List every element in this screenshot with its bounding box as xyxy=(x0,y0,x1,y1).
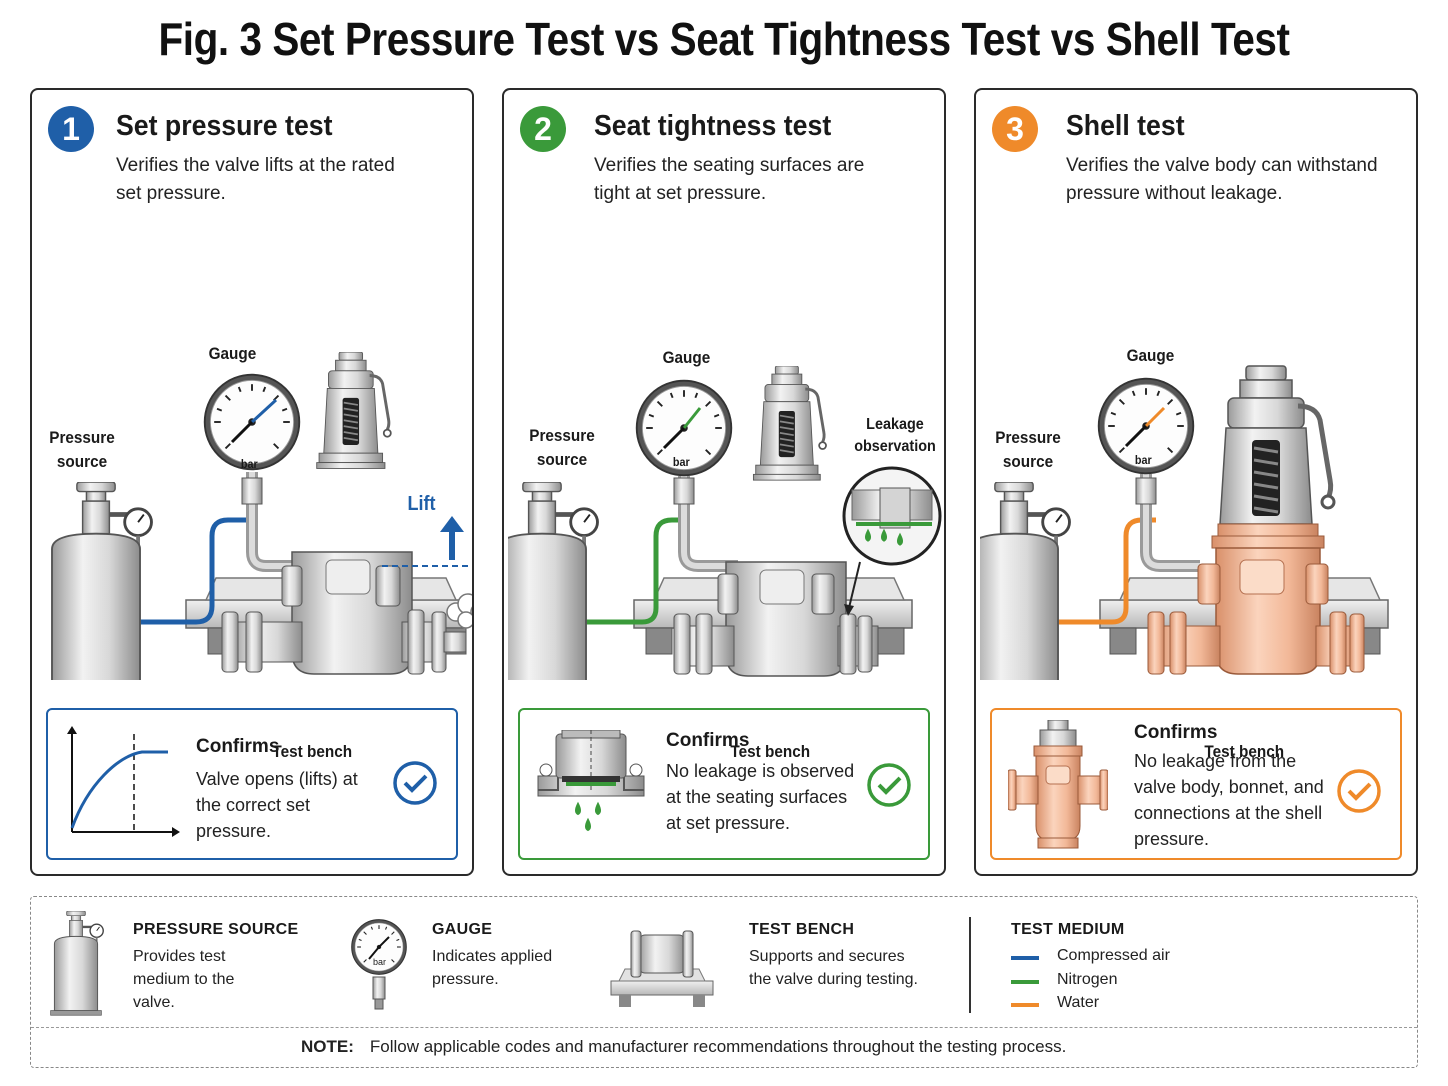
panel-set-pressure-test: 1 Set pressure test Verifies the valve l… xyxy=(30,88,490,876)
lift-curve-icon xyxy=(67,726,180,837)
leakage-magnifier-icon xyxy=(842,466,942,566)
legend-heading: GAUGE xyxy=(432,921,493,938)
figure-title: Fig. 3 Set Pressure Test vs Seat Tightne… xyxy=(158,13,1290,65)
pressure-source-label: Pressure source xyxy=(529,426,595,469)
pressure-source-label: Pressure source xyxy=(49,428,115,471)
legend: PRESSURE SOURCE Provides test medium to … xyxy=(30,896,1418,1068)
test-medium-heading: TEST MEDIUM xyxy=(1011,921,1125,938)
check-icon xyxy=(1337,769,1381,813)
supply-line-nitrogen xyxy=(582,517,686,625)
gauge-unit-label: bar xyxy=(672,455,690,469)
gauge-label: Gauge xyxy=(662,348,711,367)
seat-tightness-illustration: Gauge bar Pressure source Leakage observ… xyxy=(508,240,944,761)
copper-valve-body-icon xyxy=(1008,720,1108,849)
note-label: NOTE: xyxy=(301,1037,354,1056)
note-separator xyxy=(31,1027,1417,1028)
note: NOTE: Follow applicable codes and manufac… xyxy=(301,1037,1066,1057)
set-pressure-illustration: Gauge bar Pressure source Lift Test benc… xyxy=(36,240,490,761)
confirms-title: Confirms xyxy=(196,736,280,757)
pressure-source-icon xyxy=(508,482,597,680)
panel-shell-test: 3 Shell test Verifies the valve body can… xyxy=(974,88,1418,876)
gauge-unit-label: bar xyxy=(240,457,258,471)
panel-seat-tightness-test: 2 Seat tightness test Verifies the seati… xyxy=(502,88,946,876)
check-icon xyxy=(867,763,911,807)
supply-line-water xyxy=(1052,517,1156,625)
legend-divider xyxy=(969,917,971,1013)
supply-line-compressed-air xyxy=(136,517,246,625)
confirms-title: Confirms xyxy=(1134,722,1218,743)
step-badge-2: 2 xyxy=(520,106,566,152)
step-badge-3: 3 xyxy=(992,106,1038,152)
legend-text: Provides test medium to the valve. xyxy=(133,948,235,1011)
shell-test-illustration: Gauge bar Pressure source Test bench xyxy=(980,240,1416,761)
valve-body xyxy=(221,551,467,675)
lift-label: Lift xyxy=(407,493,436,515)
panel-title: Set pressure test xyxy=(116,110,333,142)
test-bench-label: Test bench xyxy=(730,742,811,761)
pressure-source-icon xyxy=(44,482,151,680)
swatch-blue xyxy=(1011,956,1039,960)
step-badge-1: 1 xyxy=(48,106,94,152)
note-text: Follow applicable codes and manufacturer… xyxy=(369,1037,1067,1056)
confirms-text: No leakage is observed at the seating su… xyxy=(666,761,855,833)
confirms-box: Confirms No leakage is observed at the s… xyxy=(518,708,930,860)
panel-description: Verifies the valve body can withstand pr… xyxy=(1066,155,1378,204)
swatch-green xyxy=(1011,980,1039,984)
gauge-icon xyxy=(351,919,407,1010)
legend-heading: TEST BENCH xyxy=(749,921,855,938)
pressure-source-label: Pressure source xyxy=(995,428,1061,471)
panel-title: Shell test xyxy=(1066,110,1185,142)
valve-body-copper xyxy=(1147,523,1365,675)
panel-description: Verifies the valve lifts at the rated se… xyxy=(116,155,395,204)
pressure-source-icon xyxy=(980,482,1069,680)
swatch-orange xyxy=(1011,1003,1039,1007)
confirms-text: Valve opens (lifts) at the correct set p… xyxy=(196,769,358,841)
confirms-text: No leakage from the valve body, bonnet, … xyxy=(1134,751,1324,849)
seat-leak-icon xyxy=(537,730,645,832)
gauge-label: Gauge xyxy=(208,344,257,363)
gauge-label: Gauge xyxy=(1126,346,1175,365)
legend-heading: PRESSURE SOURCE xyxy=(133,921,299,938)
leakage-observation-label: Leakage observation xyxy=(854,416,936,455)
test-bench-label: Test bench xyxy=(272,742,353,761)
legend-text: Indicates applied pressure. xyxy=(432,948,553,988)
valve-body xyxy=(673,561,879,677)
test-bench-icon xyxy=(610,930,714,1007)
pressure-source-icon xyxy=(49,911,105,1017)
test-bench-label: Test bench xyxy=(1204,742,1285,761)
gauge-unit-label: bar xyxy=(373,957,387,967)
confirms-title: Confirms xyxy=(666,730,750,751)
confirms-box: Confirms No leakage from the valve body,… xyxy=(990,708,1402,860)
panel-title: Seat tightness test xyxy=(594,110,832,142)
confirms-box: Confirms Valve opens (lifts) at the corr… xyxy=(46,708,458,860)
legend-text: Supports and secures the valve during te… xyxy=(749,948,918,988)
gauge-unit-label: bar xyxy=(1134,453,1152,467)
panel-description: Verifies the seating surfaces are tight … xyxy=(594,155,865,204)
check-icon xyxy=(393,761,437,805)
